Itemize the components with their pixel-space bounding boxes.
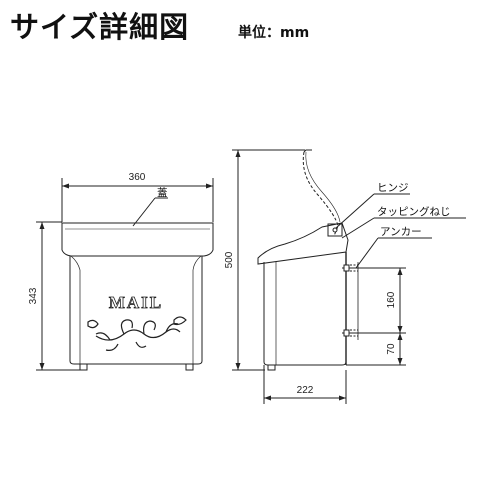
hinge-pin xyxy=(332,227,338,233)
side-depth-label: 222 xyxy=(297,385,314,396)
hinge-leader-line xyxy=(335,193,375,229)
hinge-offset-label: 70 xyxy=(386,343,397,355)
anchor-label: アンカー xyxy=(380,226,422,238)
dimension-arrows xyxy=(39,150,403,401)
front-foot-right xyxy=(185,363,194,371)
lid-label: 蓋 xyxy=(157,187,168,199)
side-height-label: 500 xyxy=(224,251,235,268)
side-view xyxy=(232,149,466,404)
front-foot-left xyxy=(79,363,88,371)
open-lid-outline xyxy=(302,151,339,237)
front-width-label: 360 xyxy=(129,172,146,183)
side-foot xyxy=(267,364,276,371)
closed-lid xyxy=(257,222,349,265)
screw-label: タッピングねじ xyxy=(377,205,451,218)
mailbox-lid xyxy=(61,222,214,257)
mail-emblem-text: MAIL xyxy=(109,293,163,312)
anchor-screw-upper xyxy=(342,264,358,272)
page-title: サイズ詳細図 xyxy=(10,10,190,44)
unit-label: 単位：mm xyxy=(238,25,310,41)
anchor-screw-lower xyxy=(342,329,358,337)
open-lid-inner xyxy=(305,151,341,223)
body-left-panel-edge xyxy=(70,255,81,364)
front-view xyxy=(36,178,214,371)
screw-leader-line xyxy=(341,217,375,239)
open-lid-top xyxy=(303,149,312,153)
mailbox-body xyxy=(69,256,203,365)
hinge-bracket xyxy=(327,223,343,237)
vine-ornament xyxy=(87,316,187,351)
hinge-label: ヒンジ xyxy=(377,182,409,194)
hinge-spacing-label: 160 xyxy=(386,291,397,308)
lid-leader-line xyxy=(132,197,156,227)
anchor-leader-line xyxy=(355,237,379,269)
body-right-panel-edge xyxy=(192,255,202,364)
front-height-label: 343 xyxy=(28,287,39,304)
